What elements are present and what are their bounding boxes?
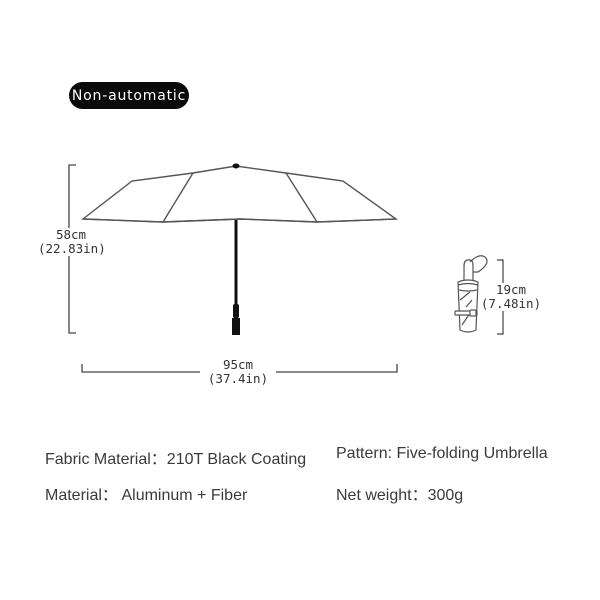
width-in: (37.4in) bbox=[207, 371, 269, 386]
width-label: 95cm (37.4in) bbox=[200, 358, 276, 386]
height-cm: 58cm bbox=[55, 227, 87, 242]
umbrella-handle-grip bbox=[233, 304, 239, 318]
width-cm: 95cm bbox=[222, 357, 254, 372]
umbrella-handle bbox=[232, 318, 240, 335]
open-umbrella-icon bbox=[81, 165, 399, 223]
umbrella-shaft bbox=[234, 220, 238, 306]
badge-label: Non-automatic bbox=[71, 87, 187, 104]
spec-net-weight: Net weight：300g bbox=[336, 487, 464, 504]
spec-fabric-material: Fabric Material：210T Black Coating bbox=[45, 451, 307, 468]
folded-umbrella-icon bbox=[454, 255, 488, 333]
non-automatic-badge: Non-automatic bbox=[69, 82, 189, 109]
folded-length-in: (7.48in) bbox=[480, 296, 542, 311]
spec-material: Material： Aluminum + Fiber bbox=[45, 487, 248, 504]
folded-length-cm: 19cm bbox=[495, 282, 527, 297]
spec-pattern: Pattern: Five-folding Umbrella bbox=[336, 445, 548, 462]
umbrella-tip-icon bbox=[232, 163, 240, 169]
height-in: (22.83in) bbox=[38, 241, 106, 256]
height-label: 58cm (22.83in) bbox=[38, 227, 106, 256]
folded-length-label: 19cm (7.48in) bbox=[480, 283, 542, 311]
